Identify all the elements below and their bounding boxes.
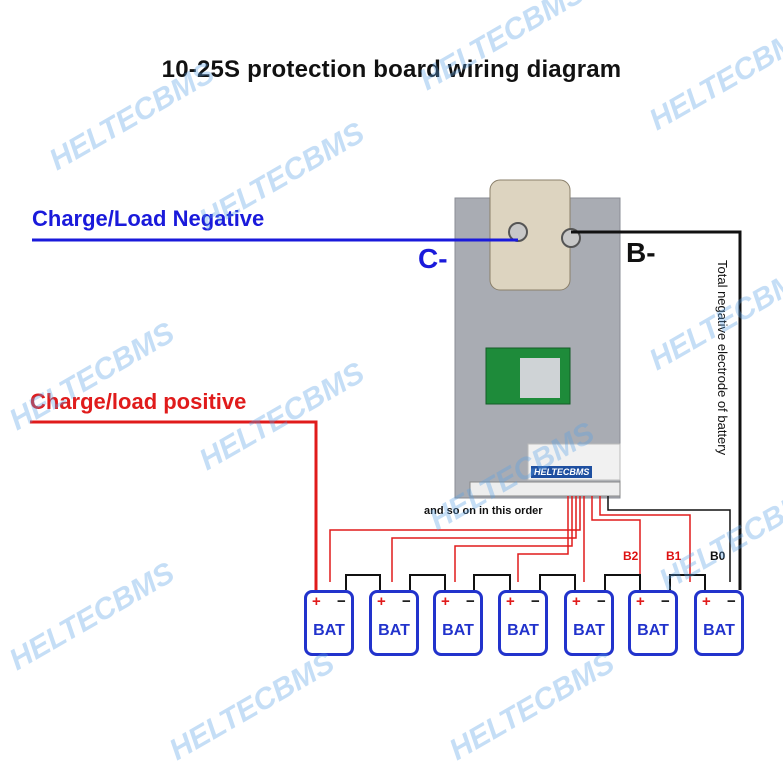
battery-plus: + <box>636 593 645 610</box>
battery-label: BAT <box>637 622 669 639</box>
battery-cell: + − BAT <box>433 590 483 656</box>
battery-minus: − <box>727 593 736 610</box>
charge-load-negative-label: Charge/Load Negative <box>32 206 265 231</box>
order-note: and so on in this order <box>424 505 543 517</box>
battery-plus: + <box>572 593 581 610</box>
board-heatsink <box>520 358 560 398</box>
b1-label: B1 <box>666 549 682 563</box>
battery-label: BAT <box>573 622 605 639</box>
battery-minus: − <box>597 593 606 610</box>
c-minus-label: C- <box>418 243 448 274</box>
battery-plus: + <box>702 593 711 610</box>
positive-wire <box>30 420 318 590</box>
battery-minus: − <box>531 593 540 610</box>
battery-cell: + − BAT <box>304 590 354 656</box>
battery-cell: + − BAT <box>369 590 419 656</box>
total-negative-label: Total negative electrode of battery <box>715 260 730 456</box>
total-negative-wire <box>571 230 742 590</box>
battery-cell: + − BAT <box>628 590 678 656</box>
balance-connector <box>469 481 621 497</box>
battery-label: BAT <box>378 622 410 639</box>
battery-plus: + <box>441 593 450 610</box>
battery-minus: − <box>661 593 670 610</box>
b-minus-label: B- <box>626 237 656 268</box>
battery-plus: + <box>377 593 386 610</box>
battery-label: BAT <box>703 622 735 639</box>
balance-leads <box>329 496 691 582</box>
battery-cell: + − BAT <box>694 590 744 656</box>
board-logo: HELTECBMS <box>531 466 593 478</box>
battery-label: BAT <box>507 622 539 639</box>
charge-load-positive-label: Charge/load positive <box>30 389 247 414</box>
battery-minus: − <box>402 593 411 610</box>
battery-minus: − <box>466 593 475 610</box>
diagram-title: 10-25S protection board wiring diagram <box>161 56 622 83</box>
c-minus-terminal <box>508 222 528 242</box>
board-terminal-block <box>489 179 571 291</box>
total-negative-label-wrap: Total negative electrode of battery <box>714 260 730 500</box>
series-links <box>345 574 706 590</box>
b0-label: B0 <box>710 549 726 563</box>
b0-lead <box>607 496 731 582</box>
b2-label: B2 <box>623 549 639 563</box>
battery-plus: + <box>506 593 515 610</box>
battery-plus: + <box>312 593 321 610</box>
battery-cell: + − BAT <box>498 590 548 656</box>
battery-label: BAT <box>313 622 345 639</box>
battery-cell: + − BAT <box>564 590 614 656</box>
battery-label: BAT <box>442 622 474 639</box>
battery-minus: − <box>337 593 346 610</box>
